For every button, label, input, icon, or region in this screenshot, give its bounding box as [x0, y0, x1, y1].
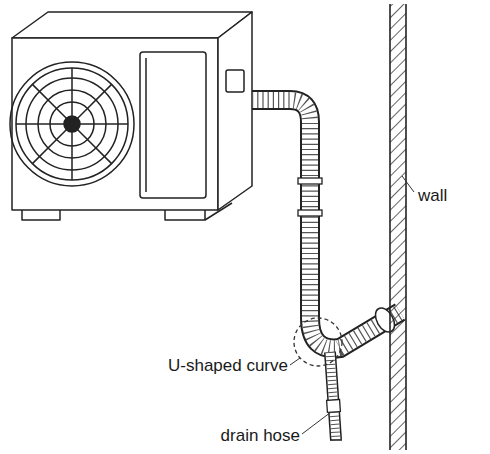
fan-spoke: [78, 84, 112, 118]
drain-hose: [327, 352, 342, 440]
fan-spoke: [78, 130, 112, 164]
fan-spoke: [32, 130, 66, 164]
fan-spoke: [32, 84, 66, 118]
wall-label: wall: [418, 186, 447, 206]
fan-spoke: [71, 68, 73, 116]
highlight-circle: [294, 318, 342, 366]
fan-spoke: [16, 123, 64, 125]
fan-spoke: [80, 123, 128, 125]
outdoor-unit: [10, 12, 252, 220]
wall-section: [390, 4, 406, 450]
drain-pipe: [252, 100, 400, 348]
leader-lines: [290, 176, 414, 434]
part-label: U-shaped curve: [168, 356, 288, 376]
fan-spoke: [71, 132, 73, 180]
part-label: drain hose: [221, 426, 300, 446]
